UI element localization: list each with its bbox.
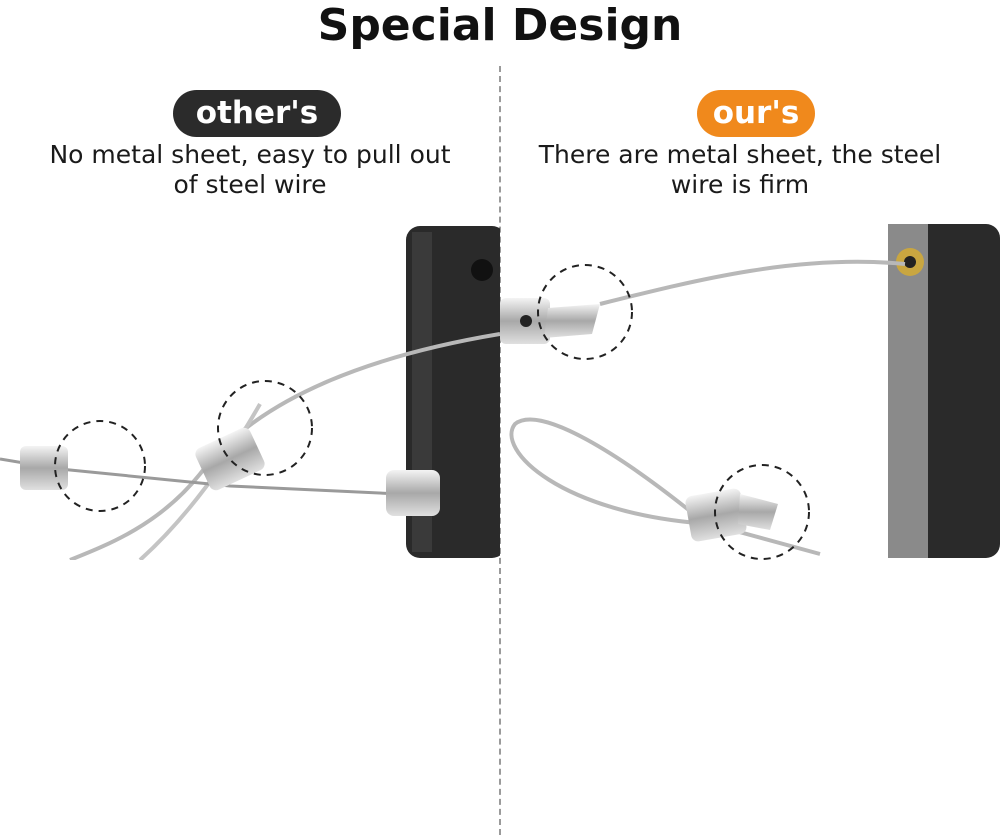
divider xyxy=(499,66,501,835)
others-description: No metal sheet, easy to pull out of stee… xyxy=(0,140,500,200)
others-product-photo xyxy=(0,226,500,560)
ours-badge: our's xyxy=(697,90,815,137)
others-desc-line1: No metal sheet, easy to pull out xyxy=(49,140,451,169)
page-title: Special Design xyxy=(317,0,683,51)
ours-product-photo xyxy=(500,224,1000,560)
others-desc-line2: of steel wire xyxy=(173,170,327,199)
ours-desc-line2: wire is firm xyxy=(670,170,810,199)
others-badge: other's xyxy=(173,90,341,137)
ours-desc-line1: There are metal sheet, the steel xyxy=(538,140,942,169)
ours-description: There are metal sheet, the steel wire is… xyxy=(490,140,990,200)
